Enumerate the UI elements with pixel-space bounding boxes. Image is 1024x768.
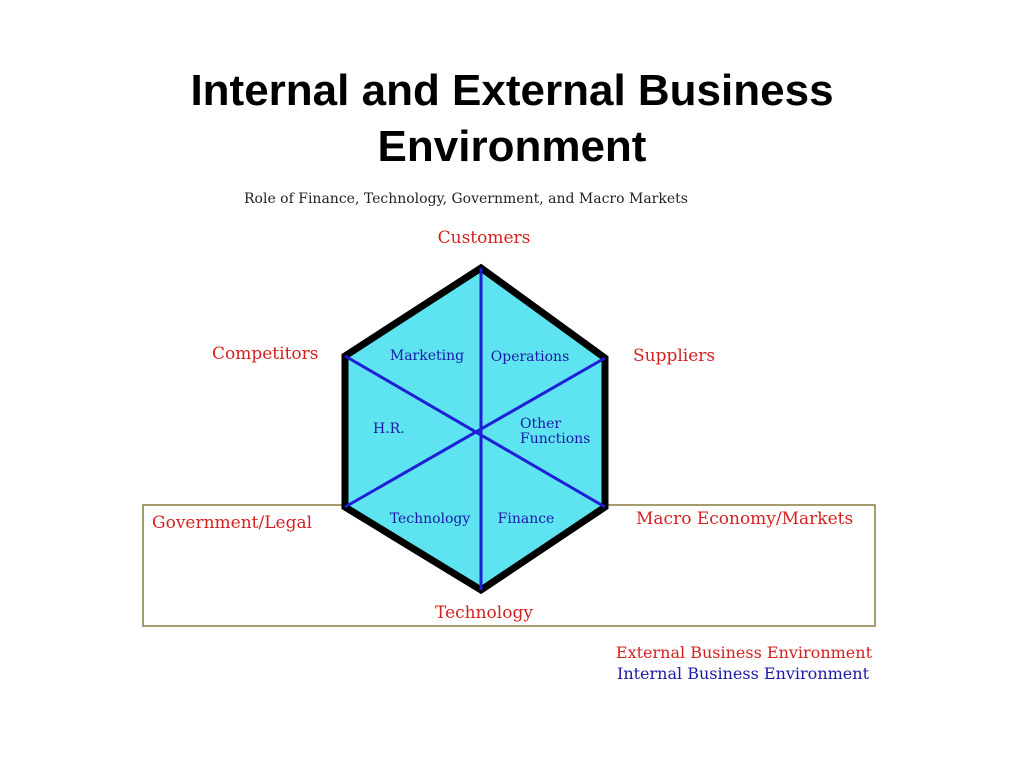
legend-external: External Business Environment	[616, 643, 873, 662]
internal-label-hr: H.R.	[373, 421, 405, 437]
slide-title-line-1: Internal and External Business	[190, 66, 834, 116]
slide-title-line-2: Environment	[377, 122, 647, 172]
diagram-caption: Role of Finance, Technology, Government,…	[244, 191, 688, 207]
internal-label-other-line-1: Other	[520, 416, 561, 432]
external-label-government-legal: Government/Legal	[152, 513, 312, 533]
legend-internal: Internal Business Environment	[617, 664, 870, 683]
external-label-competitors: Competitors	[212, 344, 319, 364]
internal-label-other-line-2: Functions	[520, 431, 590, 447]
internal-label-marketing: Marketing	[390, 348, 464, 364]
internal-label-technology: Technology	[390, 511, 471, 527]
external-label-macro-economy: Macro Economy/Markets	[636, 509, 853, 529]
internal-label-finance: Finance	[498, 511, 555, 527]
slide-title: Internal and External Business Environme…	[0, 63, 1024, 175]
external-label-technology: Technology	[435, 603, 533, 623]
external-label-customers: Customers	[438, 228, 531, 248]
divider-diagonal-up	[344, 356, 606, 509]
external-label-suppliers: Suppliers	[633, 346, 715, 366]
internal-label-operations: Operations	[491, 349, 570, 365]
